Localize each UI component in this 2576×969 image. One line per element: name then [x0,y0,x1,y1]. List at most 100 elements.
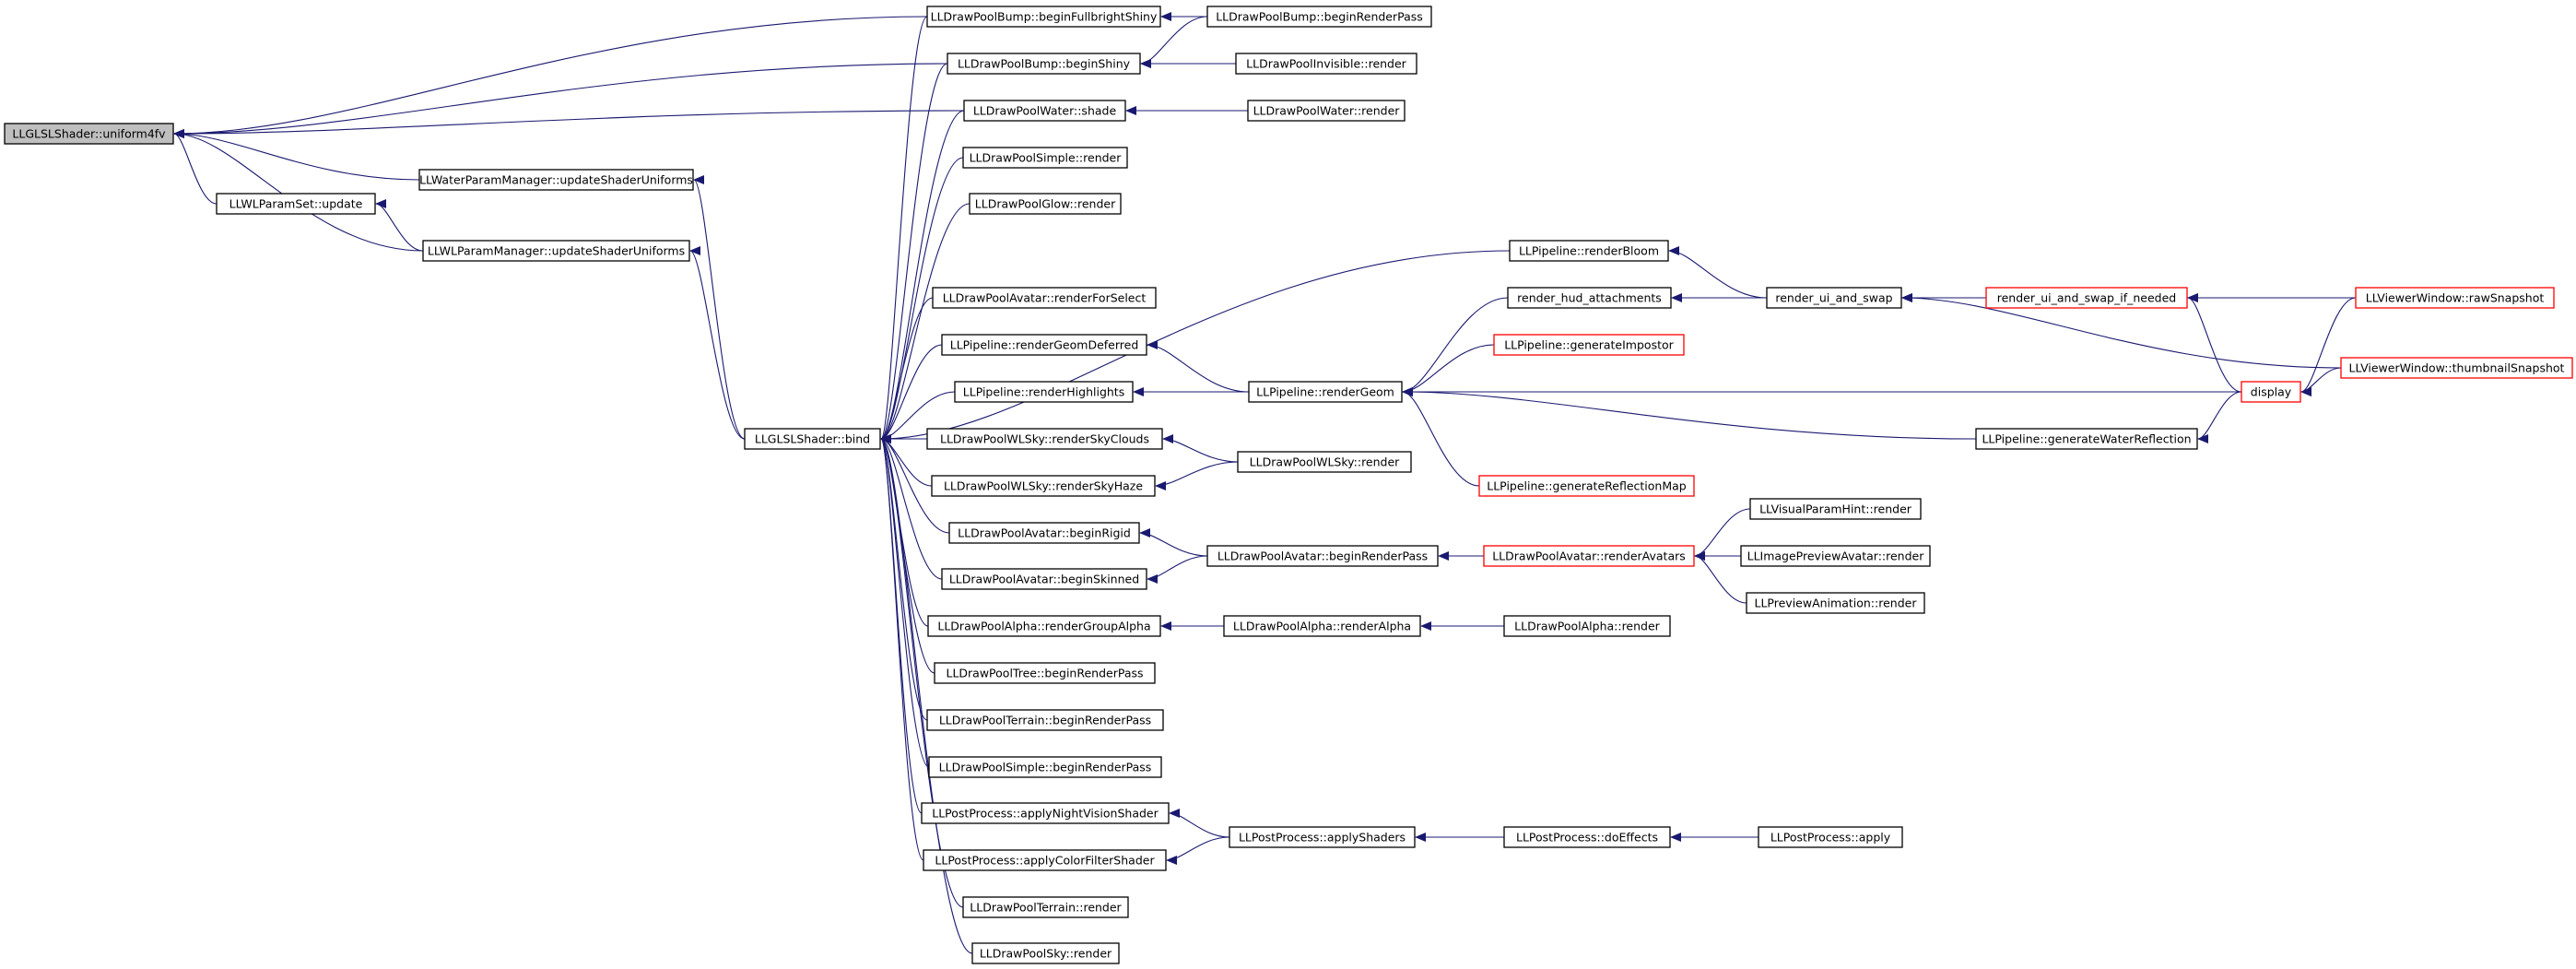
node-box-lldrawpoolbump-beginrenderpass[interactable] [1206,6,1432,28]
node-box-llpostprocess-doeffects[interactable] [1503,826,1671,848]
node-box-llpipeline-generatewaterreflection[interactable] [1975,428,2198,450]
node-box-lldrawpoolavatar-renderforselect[interactable] [932,287,1157,309]
node-lldrawpoolterrain-beginrenderpass[interactable]: LLDrawPoolTerrain::beginRenderPass [926,709,1164,731]
node-lldrawpoolterrain-render[interactable]: LLDrawPoolTerrain::render [962,896,1129,918]
node-box-render-ui-and-swap[interactable] [1766,287,1902,309]
node-llimagepreviewavatar-render[interactable]: LLImagePreviewAvatar::render [1740,545,1931,567]
node-box-llpostprocess-applynightvisionshader[interactable] [921,802,1170,824]
node-lldrawpoolalpha-rendergroupalpha[interactable]: LLDrawPoolAlpha::renderGroupAlpha [927,615,1161,637]
node-render-ui-and-swap-if-needed[interactable]: render_ui_and_swap_if_needed [1985,287,2188,309]
node-box-llpipeline-renderhighlights[interactable] [954,381,1134,403]
node-lldrawpoolsimple-render[interactable]: LLDrawPoolSimple::render [962,147,1128,169]
node-box-lldrawpoolbump-beginshiny[interactable] [947,53,1141,75]
node-lldrawpoolavatar-renderforselect[interactable]: LLDrawPoolAvatar::renderForSelect [932,287,1157,309]
node-lldrawpoolalpha-renderalpha[interactable]: LLDrawPoolAlpha::renderAlpha [1223,615,1421,637]
node-box-llpostprocess-applyshaders[interactable] [1229,826,1416,848]
node-box-render-hud-attachments[interactable] [1507,287,1672,309]
node-lldrawpoolalpha-render[interactable]: LLDrawPoolAlpha::render [1503,615,1671,637]
node-llwlparammanager-updateshaderuniforms[interactable]: LLWLParamManager::updateShaderUniforms [422,240,690,262]
node-box-llwlparamset-update[interactable] [216,193,376,215]
node-box-llwlparammanager-updateshaderuniforms[interactable] [422,240,690,262]
node-box-lldrawpoolwlsky-renderskyhaze[interactable] [931,475,1156,497]
node-box-llpipeline-rendergeomdeferred[interactable] [941,334,1147,356]
node-render-hud-attachments[interactable]: render_hud_attachments [1507,287,1672,309]
node-box-display[interactable] [2241,381,2301,403]
node-llpostprocess-applyshaders[interactable]: LLPostProcess::applyShaders [1229,826,1416,848]
node-llpostprocess-doeffects[interactable]: LLPostProcess::doEffects [1503,826,1671,848]
node-box-lldrawpoolwater-render[interactable] [1247,100,1406,122]
node-box-llpreviewanimation-render[interactable] [1746,592,1925,614]
node-box-lldrawpoolterrain-render[interactable] [962,896,1129,918]
node-lldrawpoolavatar-beginrenderpass[interactable]: LLDrawPoolAvatar::beginRenderPass [1206,545,1439,567]
node-box-lldrawpoolalpha-rendergroupalpha[interactable] [927,615,1161,637]
node-lldrawpoolbump-beginrenderpass[interactable]: LLDrawPoolBump::beginRenderPass [1206,6,1432,28]
node-lldrawpoolbump-beginshiny[interactable]: LLDrawPoolBump::beginShiny [947,53,1141,75]
node-llpipeline-renderbloom[interactable]: LLPipeline::renderBloom [1509,240,1669,262]
node-llpipeline-generatereflectionmap[interactable]: LLPipeline::generateReflectionMap [1478,475,1695,497]
node-llwlparamset-update[interactable]: LLWLParamSet::update [216,193,376,215]
node-lldrawpoolavatar-renderavatars[interactable]: LLDrawPoolAvatar::renderAvatars [1483,545,1695,567]
node-box-llpipeline-renderbloom[interactable] [1509,240,1669,262]
node-box-lldrawpooltree-beginrenderpass[interactable] [934,662,1156,684]
node-box-lldrawpoolalpha-render[interactable] [1503,615,1671,637]
node-llpipeline-renderhighlights[interactable]: LLPipeline::renderHighlights [954,381,1134,403]
node-lldrawpoolwater-shade[interactable]: LLDrawPoolWater::shade [963,100,1126,122]
node-lldrawpoolglow-render[interactable]: LLDrawPoolGlow::render [969,193,1122,215]
node-box-llvisualparamhint-render[interactable] [1749,498,1922,520]
node-display[interactable]: display [2241,381,2301,403]
node-box-lldrawpoolsimple-render[interactable] [962,147,1128,169]
node-box-lldrawpoolsky-render[interactable] [971,942,1120,964]
node-llpreviewanimation-render[interactable]: LLPreviewAnimation::render [1746,592,1925,614]
node-box-lldrawpoolsimple-beginrenderpass[interactable] [928,756,1162,778]
node-lldrawpoolinvisible-render[interactable]: LLDrawPoolInvisible::render [1235,53,1417,75]
node-box-llimagepreviewavatar-render[interactable] [1740,545,1931,567]
node-box-lldrawpoolinvisible-render[interactable] [1235,53,1417,75]
node-llpipeline-rendergeomdeferred[interactable]: LLPipeline::renderGeomDeferred [941,334,1147,356]
node-box-llpipeline-rendergeom[interactable] [1248,381,1403,403]
node-llpostprocess-applynightvisionshader[interactable]: LLPostProcess::applyNightVisionShader [921,802,1170,824]
node-llwaterparammanager-updateshaderuniforms[interactable]: LLWaterParamManager::updateShaderUniform… [418,169,694,191]
node-box-lldrawpoolglow-render[interactable] [969,193,1122,215]
node-lldrawpoolsky-render[interactable]: LLDrawPoolSky::render [971,942,1120,964]
node-llviewerwindow-thumbnailsnapshot[interactable]: LLViewerWindow::thumbnailSnapshot [2340,357,2573,379]
node-lldrawpoolwater-render[interactable]: LLDrawPoolWater::render [1247,100,1406,122]
node-box-llpostprocess-apply[interactable] [1758,826,1903,848]
node-lldrawpoolbump-beginfullbrightshiny[interactable]: LLDrawPoolBump::beginFullbrightShiny [926,6,1161,28]
node-box-llglslshader-bind[interactable] [744,428,881,450]
node-llpostprocess-applycolorfiltershader[interactable]: LLPostProcess::applyColorFilterShader [923,849,1167,871]
node-lldrawpoolwlsky-renderskyclouds[interactable]: LLDrawPoolWLSky::renderSkyClouds [926,428,1163,450]
node-llpipeline-generateimpostor[interactable]: LLPipeline::generateImpostor [1493,334,1685,356]
node-llpipeline-rendergeom[interactable]: LLPipeline::renderGeom [1248,381,1403,403]
node-box-llviewerwindow-thumbnailsnapshot[interactable] [2340,357,2573,379]
node-box-llpipeline-generateimpostor[interactable] [1493,334,1685,356]
node-box-lldrawpoolavatar-renderavatars[interactable] [1483,545,1695,567]
node-box-llwaterparammanager-updateshaderuniforms[interactable] [418,169,694,191]
node-box-llpipeline-generatereflectionmap[interactable] [1478,475,1695,497]
node-box-lldrawpoolterrain-beginrenderpass[interactable] [926,709,1164,731]
node-box-llglslshader-uniform4fv[interactable] [4,123,174,145]
node-box-lldrawpoolavatar-beginrenderpass[interactable] [1206,545,1439,567]
node-lldrawpoolwlsky-renderskyhaze[interactable]: LLDrawPoolWLSky::renderSkyHaze [931,475,1156,497]
node-render-ui-and-swap[interactable]: render_ui_and_swap [1766,287,1902,309]
node-box-llpostprocess-applycolorfiltershader[interactable] [923,849,1167,871]
node-llpipeline-generatewaterreflection[interactable]: LLPipeline::generateWaterReflection [1975,428,2198,450]
node-box-lldrawpoolavatar-beginrigid[interactable] [948,522,1140,544]
node-box-llviewerwindow-rawsnapshot[interactable] [2355,287,2555,309]
node-lldrawpooltree-beginrenderpass[interactable]: LLDrawPoolTree::beginRenderPass [934,662,1156,684]
node-box-lldrawpoolavatar-beginskinned[interactable] [941,568,1147,590]
node-box-lldrawpoolwlsky-render[interactable] [1237,451,1412,473]
node-box-lldrawpoolalpha-renderalpha[interactable] [1223,615,1421,637]
node-lldrawpoolavatar-beginrigid[interactable]: LLDrawPoolAvatar::beginRigid [948,522,1140,544]
node-llvisualparamhint-render[interactable]: LLVisualParamHint::render [1749,498,1922,520]
node-lldrawpoolsimple-beginrenderpass[interactable]: LLDrawPoolSimple::beginRenderPass [928,756,1162,778]
node-llpostprocess-apply[interactable]: LLPostProcess::apply [1758,826,1903,848]
node-lldrawpoolavatar-beginskinned[interactable]: LLDrawPoolAvatar::beginSkinned [941,568,1147,590]
node-box-render-ui-and-swap-if-needed[interactable] [1985,287,2188,309]
node-box-lldrawpoolbump-beginfullbrightshiny[interactable] [926,6,1161,28]
node-box-lldrawpoolwater-shade[interactable] [963,100,1126,122]
node-lldrawpoolwlsky-render[interactable]: LLDrawPoolWLSky::render [1237,451,1412,473]
node-llglslshader-bind[interactable]: LLGLSLShader::bind [744,428,881,450]
node-llviewerwindow-rawsnapshot[interactable]: LLViewerWindow::rawSnapshot [2355,287,2555,309]
node-box-lldrawpoolwlsky-renderskyclouds[interactable] [926,428,1163,450]
node-llglslshader-uniform4fv[interactable]: LLGLSLShader::uniform4fv [4,123,174,145]
